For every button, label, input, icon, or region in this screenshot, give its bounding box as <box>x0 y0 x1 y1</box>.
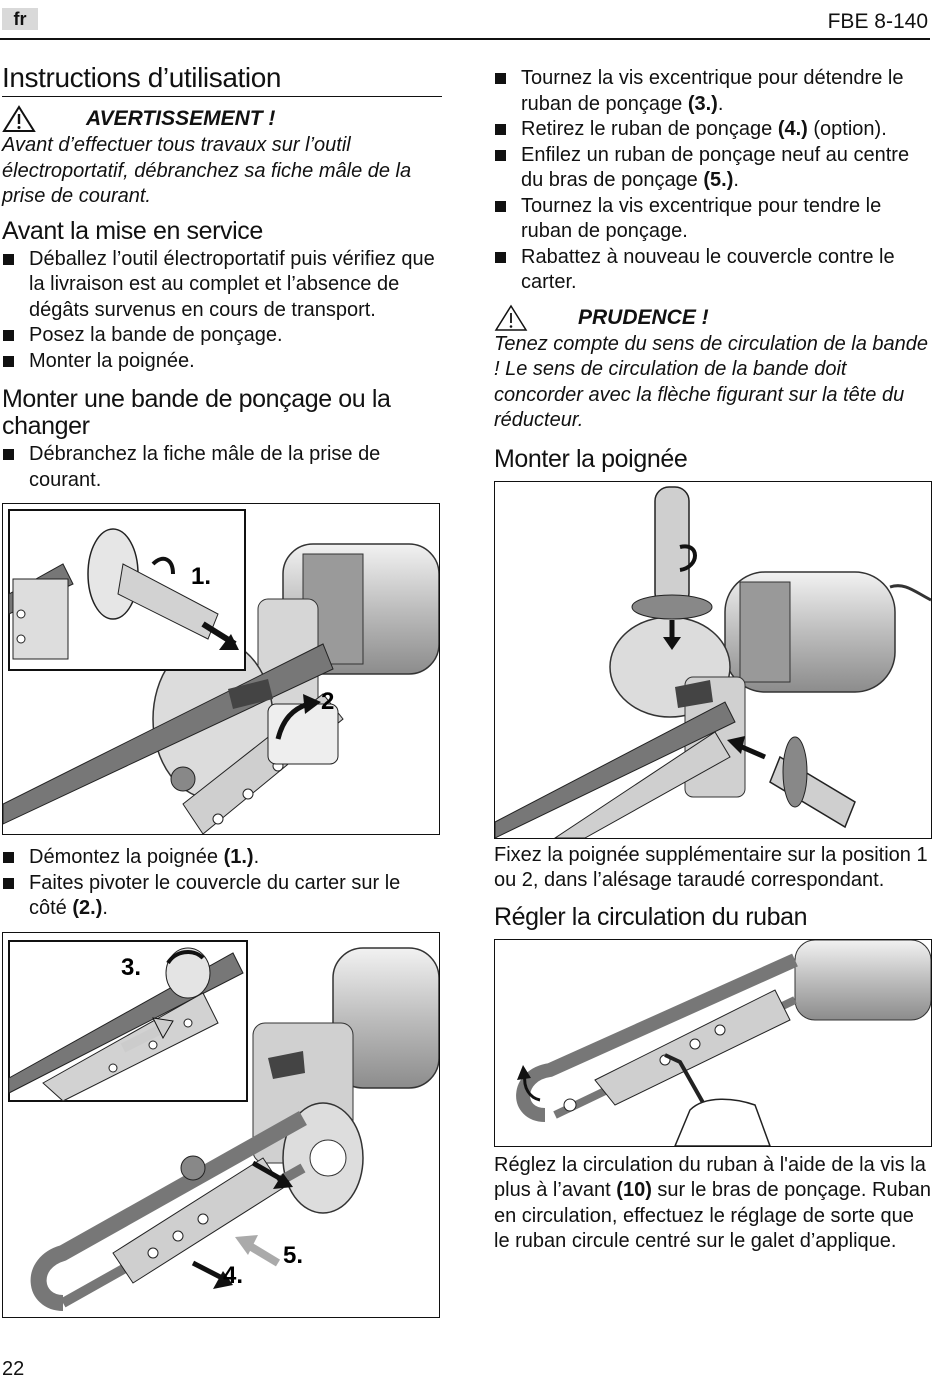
header-rule <box>0 38 930 40</box>
steps-remove-list: Démontez la poignée (1.). Faites pivoter… <box>2 845 442 922</box>
warning-label: AVERTISSEMENT ! <box>86 107 276 130</box>
warning-text: Avant d’effectuer tous travaux sur l’out… <box>2 134 412 207</box>
callout-label: 3. <box>121 954 141 981</box>
caution-label: PRUDENCE ! <box>578 305 709 329</box>
list-item: Déballez l’outil électroportatif puis vé… <box>2 247 442 324</box>
list-item: Tournez la vis excentrique pour détendre… <box>494 66 934 117</box>
document-code: FBE 8-140 <box>827 10 928 33</box>
heading-monter-poignee: Monter la poignée <box>494 444 688 473</box>
callout-label: 5. <box>283 1242 303 1269</box>
avant-list: Déballez l’outil électroportatif puis vé… <box>2 247 442 375</box>
figure-remove-handle: 2 1. <box>2 503 440 835</box>
callout-label: 4. <box>223 1262 243 1289</box>
page-number: 22 <box>2 1358 25 1380</box>
belt-tracking-illustration <box>516 939 931 1146</box>
warning-triangle-icon <box>2 105 36 132</box>
warning-header: AVERTISSEMENT ! <box>2 105 442 133</box>
warning-triangle-icon <box>494 304 528 331</box>
figure-belt-tracking <box>494 938 932 1147</box>
caution-header: PRUDENCE ! <box>494 304 934 332</box>
list-item: Monter la poignée. <box>2 349 442 375</box>
caution-text: Tenez compte du sens de circulation de l… <box>494 332 928 432</box>
handle-mounting-illustration <box>495 485 931 838</box>
belt-sander-illustration: 2 1. <box>3 509 439 834</box>
figure-mount-handle <box>494 480 932 839</box>
list-item: Débranchez la fiche mâle de la prise de … <box>2 442 442 493</box>
list-item: Faites pivoter le couvercle du carter su… <box>2 871 442 922</box>
callout-label: 1. <box>191 563 211 590</box>
poignee-text: Fixez la poignée supplémentaire sur la p… <box>494 843 928 892</box>
right-column: Tournez la vis excentrique pour détendre… <box>494 66 934 1255</box>
section-title: Instructions d’utilisation <box>2 62 442 97</box>
left-column: Instructions d’utilisation AVERTISSEMENT… <box>2 62 442 1318</box>
list-item: Rabattez à nouveau le couvercle contre l… <box>494 245 934 296</box>
heading-avant-mise-en-service: Avant la mise en service <box>2 216 263 245</box>
heading-regler-circulation: Régler la circulation du ruban <box>494 902 808 931</box>
belt-change-illustration: 4. 5. 3. <box>8 939 439 1311</box>
list-item: Retirez le ruban de ponçage (4.) (option… <box>494 117 934 143</box>
regler-text: Réglez la circulation du ruban à l'aide … <box>494 1153 931 1253</box>
heading-monter-bande: Monter une bande de ponçage ou la change… <box>2 385 391 440</box>
list-item: Enfilez un ruban de ponçage neuf au cent… <box>494 143 934 194</box>
steps-belt-list: Tournez la vis excentrique pour détendre… <box>494 66 934 296</box>
callout-label: 2 <box>321 688 334 715</box>
list-item: Démontez la poignée (1.). <box>2 845 442 871</box>
figure-change-belt: 4. 5. 3. <box>2 931 440 1318</box>
monter-bande-list: Débranchez la fiche mâle de la prise de … <box>2 442 442 493</box>
language-badge: fr <box>2 8 38 30</box>
list-item: Tournez la vis excentrique pour tendre l… <box>494 194 934 245</box>
list-item: Posez la bande de ponçage. <box>2 323 442 349</box>
